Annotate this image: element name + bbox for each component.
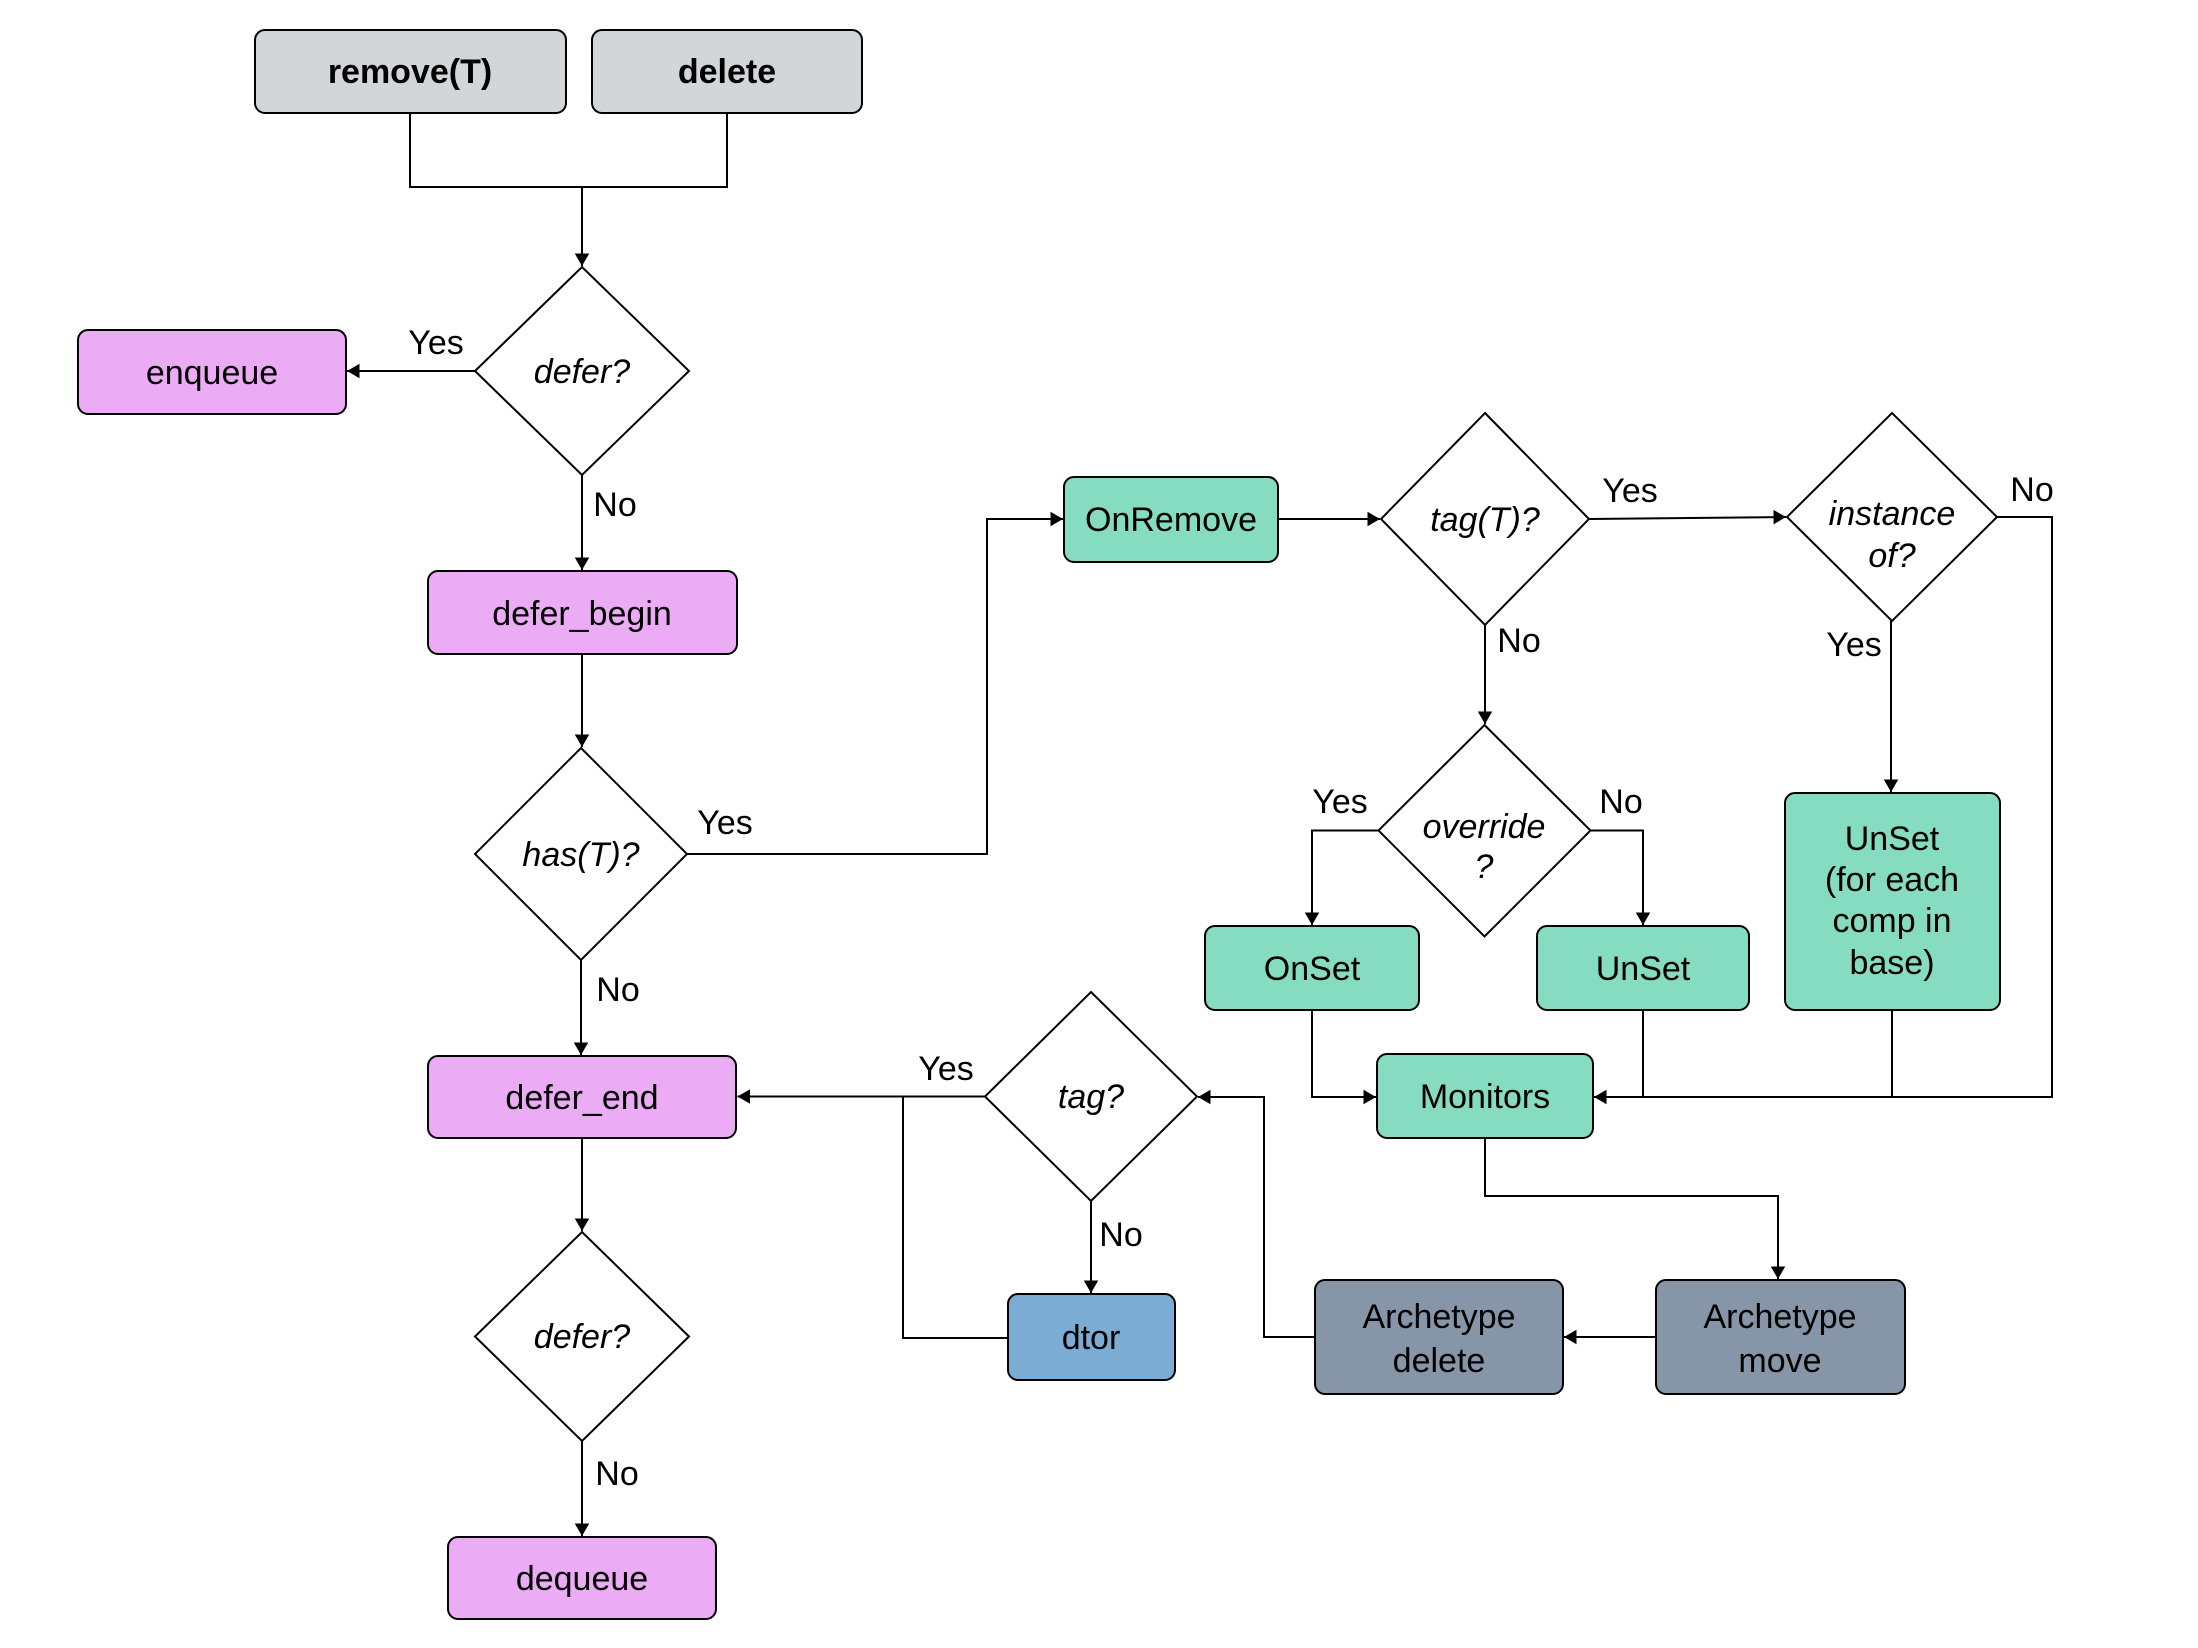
svg-text:No: No <box>593 486 636 524</box>
svg-text:No: No <box>2010 471 2053 509</box>
svg-text:has(T)?: has(T)? <box>522 836 639 874</box>
svg-text:OnSet: OnSet <box>1264 950 1361 988</box>
svg-text:Yes: Yes <box>1312 783 1367 821</box>
svg-text:Yes: Yes <box>1826 626 1881 664</box>
svg-text:delete: delete <box>678 53 776 91</box>
svg-text:defer?: defer? <box>534 353 630 391</box>
svg-text:No: No <box>1497 622 1540 660</box>
svg-text:No: No <box>595 1455 638 1493</box>
svg-text:Archetype: Archetype <box>1703 1298 1856 1336</box>
svg-text:tag(T)?: tag(T)? <box>1430 501 1540 539</box>
svg-text:dequeue: dequeue <box>516 1560 648 1598</box>
svg-text:No: No <box>1599 783 1642 821</box>
svg-text:dtor: dtor <box>1062 1319 1121 1357</box>
svg-text:UnSet: UnSet <box>1845 820 1940 858</box>
svg-text:override: override <box>1423 808 1546 846</box>
svg-text:OnRemove: OnRemove <box>1085 501 1257 539</box>
svg-text:?: ? <box>1475 848 1494 886</box>
svg-text:tag?: tag? <box>1058 1078 1124 1116</box>
svg-text:Yes: Yes <box>1602 472 1657 510</box>
svg-text:enqueue: enqueue <box>146 354 278 392</box>
svg-text:defer_end: defer_end <box>505 1079 658 1117</box>
svg-text:UnSet: UnSet <box>1596 950 1691 988</box>
svg-text:Archetype: Archetype <box>1362 1298 1515 1336</box>
svg-text:comp in: comp in <box>1832 902 1951 940</box>
svg-text:Yes: Yes <box>408 324 463 362</box>
svg-text:of?: of? <box>1868 537 1915 575</box>
svg-text:delete: delete <box>1393 1342 1486 1380</box>
svg-text:Yes: Yes <box>918 1050 973 1088</box>
svg-text:Monitors: Monitors <box>1420 1078 1550 1116</box>
svg-text:instance: instance <box>1829 495 1956 533</box>
svg-text:base): base) <box>1849 944 1934 982</box>
svg-text:remove(T): remove(T) <box>328 53 492 91</box>
svg-text:No: No <box>1099 1216 1142 1254</box>
svg-text:defer?: defer? <box>534 1318 630 1356</box>
svg-text:No: No <box>596 971 639 1009</box>
svg-text:(for each: (for each <box>1825 861 1959 899</box>
svg-text:move: move <box>1738 1342 1821 1380</box>
svg-text:Yes: Yes <box>697 804 752 842</box>
svg-text:defer_begin: defer_begin <box>492 595 672 633</box>
